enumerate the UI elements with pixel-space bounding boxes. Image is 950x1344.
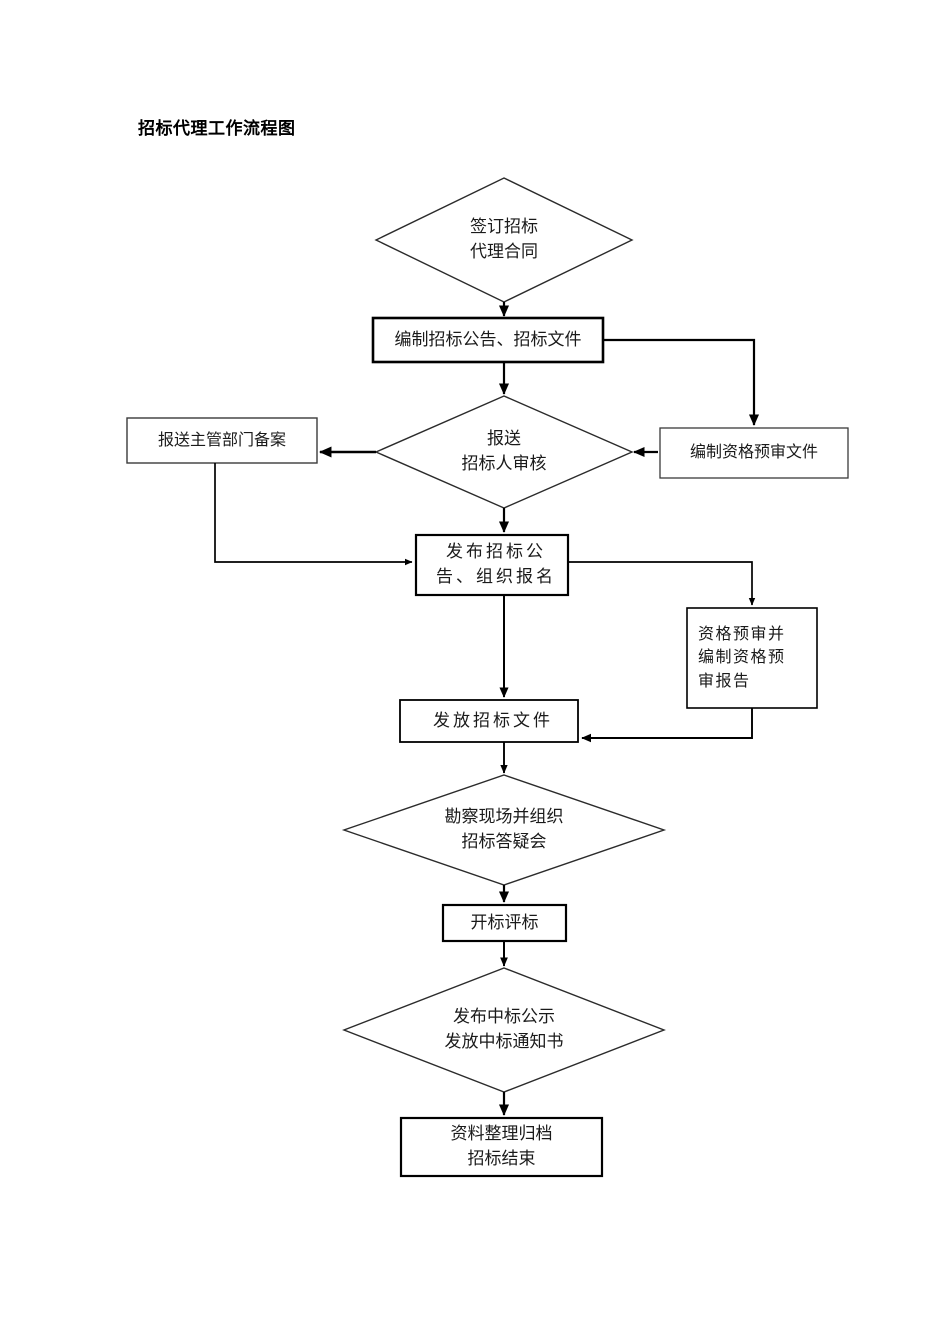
page-title: 招标代理工作流程图 [138,119,296,138]
node-site-survey-qa-meeting[interactable] [341,774,667,886]
edge-prequalification-report-to-issue-docs [581,708,753,743]
node-winning-bid-announcement-notice[interactable] [342,967,666,1093]
node-submit-to-authority-record[interactable] [126,417,318,464]
node-prepare-bid-announcement-docs[interactable] [371,316,605,364]
node-prequalification-report[interactable] [686,607,818,709]
node-archive-and-finish[interactable] [399,1116,604,1178]
edge-publish-to-prequalification-report [568,561,756,606]
node-issue-bid-documents[interactable] [399,699,579,743]
node-publish-announcement-registration[interactable] [414,533,570,597]
edge-prepare-docs-to-prequalification [603,338,760,426]
edge-authority-record-to-publish [214,463,413,566]
node-bid-opening-evaluation[interactable] [441,903,568,943]
node-sign-agency-contract[interactable] [374,177,634,303]
node-submit-tenderer-review[interactable] [374,395,634,509]
node-prepare-prequalification-docs[interactable] [659,427,849,479]
